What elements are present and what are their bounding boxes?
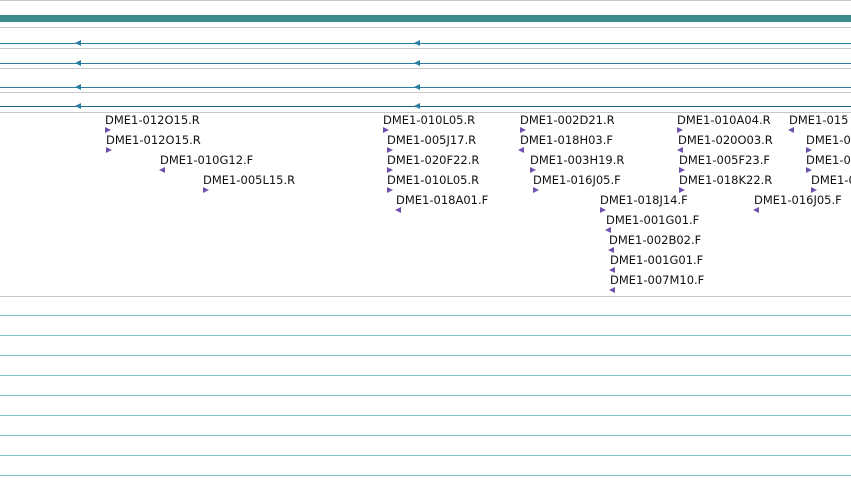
forward-read-icon [383, 127, 389, 133]
track-arrow-icon [75, 60, 81, 66]
track-separator [0, 112, 851, 113]
reverse-read-icon [677, 147, 683, 153]
read-label[interactable]: DME1-010L05.R [387, 173, 480, 187]
read-label[interactable]: DME1-020F22.R [387, 153, 480, 167]
forward-read-icon [679, 167, 685, 173]
read-label[interactable]: DME1-012O15.R [105, 113, 200, 127]
assembly-coverage-bar [0, 15, 851, 22]
forward-read-icon [387, 147, 393, 153]
reverse-read-icon [605, 227, 611, 233]
track-arrow-icon [414, 60, 420, 66]
forward-read-icon [387, 167, 393, 173]
track-line-3 [0, 87, 851, 88]
track-arrow-icon [414, 103, 420, 109]
forward-read-icon [106, 147, 112, 153]
read-label[interactable]: DME1-005J17.R [387, 133, 477, 147]
track-line-4 [0, 106, 851, 107]
forward-read-icon [203, 187, 209, 193]
reverse-read-icon [395, 207, 401, 213]
read-label[interactable]: DME1-016J05.F [533, 173, 621, 187]
read-label[interactable]: DME1-0 [811, 173, 851, 187]
empty-track-line [0, 315, 851, 316]
read-label[interactable]: DME1-018H03.F [520, 133, 614, 147]
forward-read-icon [806, 147, 812, 153]
forward-read-icon [530, 167, 536, 173]
read-label[interactable]: DME1-020O03.R [678, 133, 773, 147]
top-separator [0, 0, 851, 1]
track-separator [0, 48, 851, 49]
read-label[interactable]: DME1-007M10.F [610, 273, 705, 287]
forward-read-icon [533, 187, 539, 193]
forward-read-icon [677, 127, 683, 133]
read-label[interactable]: DME1-003H19.R [530, 153, 625, 167]
reverse-read-icon [518, 147, 524, 153]
track-arrow-icon [75, 103, 81, 109]
track-arrow-icon [414, 84, 420, 90]
read-label[interactable]: DME1-002B02.F [609, 233, 702, 247]
empty-track-line [0, 375, 851, 376]
empty-track-line [0, 395, 851, 396]
forward-read-icon [600, 207, 606, 213]
reverse-read-icon [788, 127, 794, 133]
forward-read-icon [679, 187, 685, 193]
forward-read-icon [105, 127, 111, 133]
track-arrow-icon [414, 40, 420, 46]
reverse-read-icon [608, 247, 614, 253]
track-separator [0, 27, 851, 28]
read-label[interactable]: DME1-005F23.F [679, 153, 770, 167]
track-separator [0, 92, 851, 93]
read-label[interactable]: DME1-010A04.R [677, 113, 771, 127]
read-label[interactable]: DME1-016J05.F [754, 193, 842, 207]
read-label[interactable]: DME1-010L05.R [383, 113, 476, 127]
read-label[interactable]: DME1-0 [806, 153, 851, 167]
read-label[interactable]: DME1-0 [806, 133, 851, 147]
forward-read-icon [806, 167, 812, 173]
track-separator [0, 296, 851, 297]
reverse-read-icon [159, 167, 165, 173]
forward-read-icon [811, 187, 817, 193]
forward-read-icon [520, 127, 526, 133]
read-label[interactable]: DME1-010G12.F [160, 153, 254, 167]
track-line-2 [0, 63, 851, 64]
track-arrow-icon [75, 84, 81, 90]
read-label[interactable]: DME1-001G01.F [606, 213, 700, 227]
reverse-read-icon [609, 287, 615, 293]
read-label[interactable]: DME1-015 [789, 113, 849, 127]
empty-track-line [0, 335, 851, 336]
forward-read-icon [387, 187, 393, 193]
empty-track-line [0, 355, 851, 356]
empty-track-line [0, 455, 851, 456]
empty-track-line [0, 435, 851, 436]
track-arrow-icon [75, 40, 81, 46]
empty-track-line [0, 415, 851, 416]
reverse-read-icon [753, 207, 759, 213]
read-label[interactable]: DME1-012O15.R [106, 133, 201, 147]
read-label[interactable]: DME1-018J14.F [600, 193, 688, 207]
empty-track-line [0, 475, 851, 476]
read-label[interactable]: DME1-005L15.R [203, 173, 296, 187]
read-label[interactable]: DME1-018K22.R [679, 173, 773, 187]
read-label[interactable]: DME1-001G01.F [610, 253, 704, 267]
track-line-1 [0, 43, 851, 44]
track-separator [0, 68, 851, 69]
reverse-read-icon [609, 267, 615, 273]
read-label[interactable]: DME1-018A01.F [396, 193, 489, 207]
read-label[interactable]: DME1-002D21.R [520, 113, 615, 127]
